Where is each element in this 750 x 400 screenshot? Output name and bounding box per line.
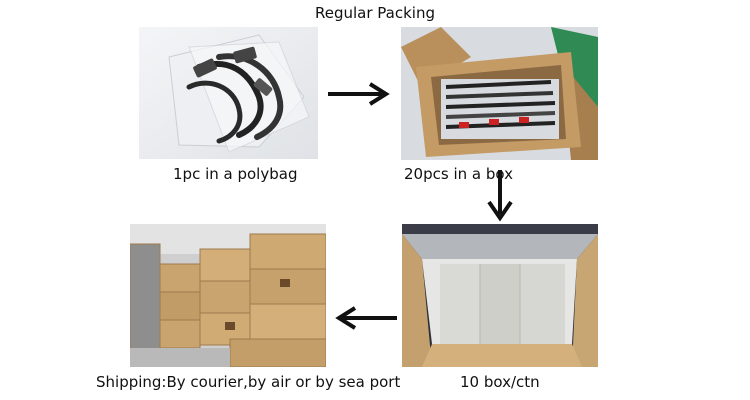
warehouse-photo bbox=[130, 224, 326, 367]
carton-interior-photo bbox=[402, 224, 598, 367]
step-3-caption: 10 box/ctn bbox=[460, 373, 540, 391]
open-box-photo bbox=[401, 27, 598, 160]
page-title: Regular Packing bbox=[315, 4, 435, 22]
polybag-photo bbox=[139, 27, 318, 159]
step-1-caption: 1pc in a polybag bbox=[173, 165, 298, 183]
step-2-caption: 20pcs in a box bbox=[404, 165, 513, 183]
step-4-caption: Shipping:By courier,by air or by sea por… bbox=[96, 373, 401, 391]
arrow-left-icon bbox=[335, 306, 397, 330]
arrow-down-icon bbox=[487, 170, 513, 222]
arrow-right-icon bbox=[328, 82, 390, 106]
